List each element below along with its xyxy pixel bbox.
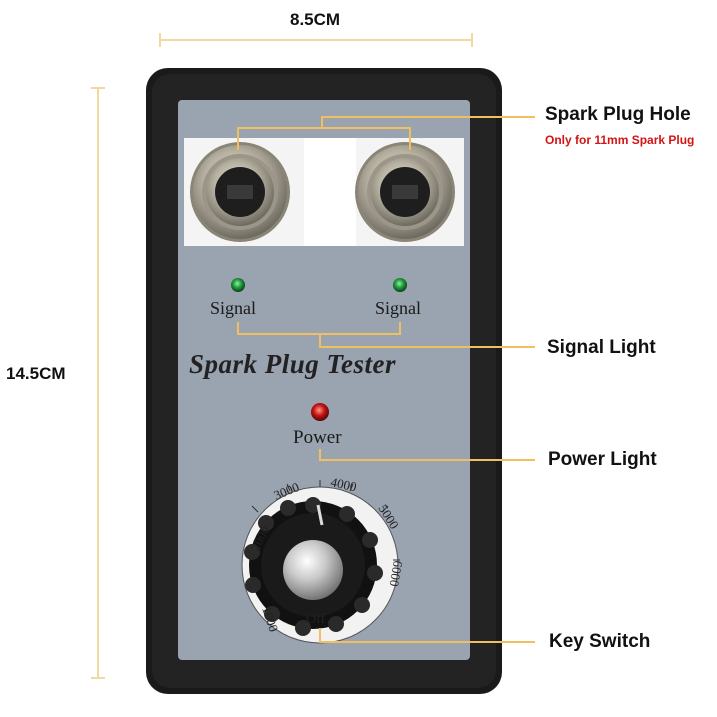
dial-label-6000: 6000 bbox=[387, 559, 406, 587]
dial-label-off: Off bbox=[306, 612, 326, 627]
callout-power-light: Power Light bbox=[548, 449, 657, 470]
device-title: Spark Plug Tester bbox=[189, 349, 397, 379]
height-dimension-label: 14.5CM bbox=[6, 364, 66, 383]
power-led bbox=[311, 403, 329, 421]
key-switch-knob bbox=[244, 497, 383, 636]
dial-label-4000: 4000 bbox=[329, 474, 358, 494]
signal-led-right bbox=[393, 278, 407, 292]
signal-led-left bbox=[231, 278, 245, 292]
spark-plug-hole-right bbox=[355, 142, 455, 242]
callout-spark-plug-hole-note: Only for 11mm Spark Plug bbox=[545, 133, 695, 147]
power-label: Power bbox=[293, 427, 342, 448]
signal-label-right: Signal bbox=[375, 298, 422, 318]
callout-spark-plug-hole: Spark Plug Hole bbox=[545, 104, 691, 125]
callout-signal-light: Signal Light bbox=[547, 337, 656, 358]
callout-key-switch: Key Switch bbox=[549, 631, 651, 652]
spark-plug-hole-left bbox=[190, 142, 290, 242]
signal-label-left: Signal bbox=[210, 298, 257, 318]
width-dimension-label: 8.5CM bbox=[290, 10, 341, 29]
